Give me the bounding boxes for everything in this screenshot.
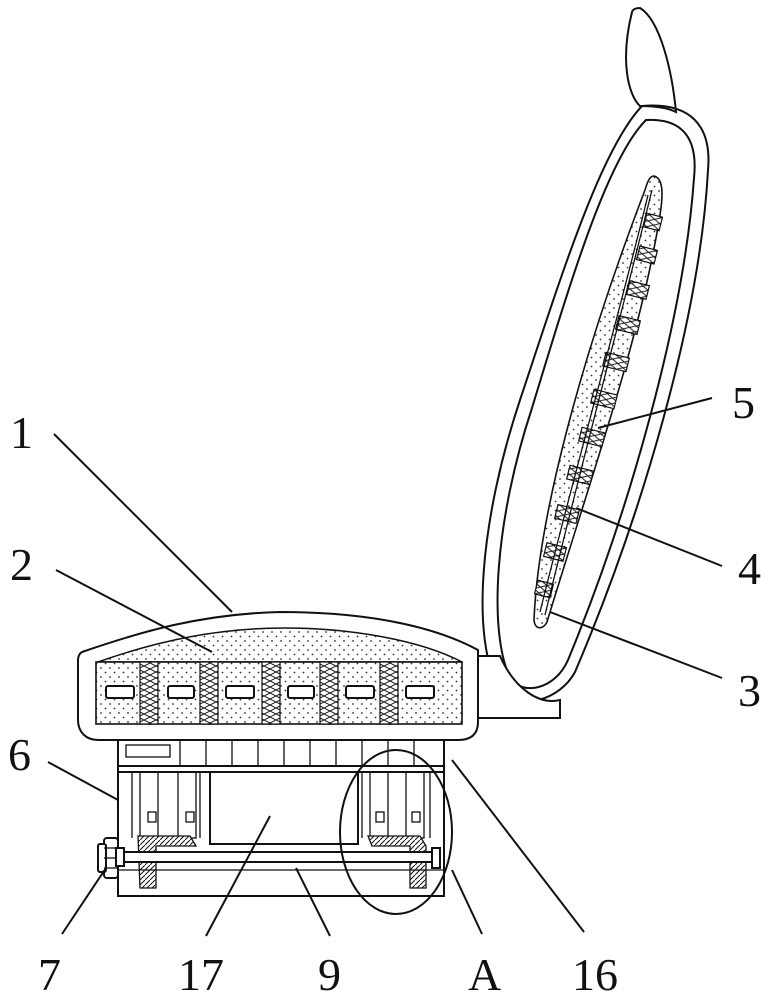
label-6: 6 bbox=[8, 729, 31, 780]
leader-lines bbox=[47, 397, 723, 937]
leader-1 bbox=[53, 433, 233, 613]
seat-cushion bbox=[77, 610, 479, 741]
backrest-inner-shell bbox=[496, 118, 696, 690]
backrest bbox=[481, 6, 710, 703]
adjust-knob[interactable] bbox=[97, 837, 125, 879]
right-posts bbox=[361, 771, 431, 839]
backrest-bracket bbox=[477, 655, 561, 719]
detail-circle-a bbox=[339, 749, 453, 915]
label-5: 5 bbox=[732, 377, 755, 428]
leader-4 bbox=[575, 507, 723, 567]
lumbar-rod-edge bbox=[539, 194, 649, 613]
leader-A bbox=[451, 869, 483, 935]
leader-3 bbox=[549, 611, 723, 679]
lumbar-rod bbox=[544, 189, 653, 616]
label-9: 9 bbox=[318, 949, 341, 1000]
leader-2 bbox=[55, 569, 213, 653]
leader-7 bbox=[61, 867, 107, 935]
label-3: 3 bbox=[738, 665, 761, 716]
seat-springs bbox=[139, 661, 399, 725]
leader-9 bbox=[295, 867, 331, 937]
label-17: 17 bbox=[178, 949, 224, 1000]
left-bevel-gear bbox=[137, 835, 198, 889]
left-posts bbox=[131, 771, 201, 839]
slide-rail bbox=[117, 739, 445, 767]
seat-foam bbox=[97, 627, 463, 663]
leader-6 bbox=[47, 761, 119, 801]
base-frame bbox=[97, 765, 445, 897]
rail-body bbox=[117, 739, 445, 767]
screw-shaft bbox=[121, 851, 437, 863]
label-2: 2 bbox=[10, 539, 33, 590]
headrest-fin bbox=[625, 6, 678, 114]
shaft-end-cap bbox=[431, 847, 441, 869]
leader-16 bbox=[451, 759, 585, 933]
rail-teeth bbox=[179, 740, 415, 766]
label-A: A bbox=[468, 949, 501, 1000]
label-1: 1 bbox=[10, 407, 33, 458]
leader-5 bbox=[597, 397, 713, 429]
label-7: 7 bbox=[38, 949, 61, 1000]
seat-air-cells bbox=[105, 685, 435, 699]
center-block bbox=[209, 771, 359, 845]
label-16: 16 bbox=[572, 949, 618, 1000]
leader-17 bbox=[205, 815, 271, 937]
base-outer bbox=[117, 765, 445, 897]
lumbar-springs bbox=[533, 212, 664, 599]
rail-slot bbox=[125, 744, 171, 758]
labels: 1 2 5 4 3 6 7 17 9 A 16 bbox=[8, 377, 761, 1000]
label-4: 4 bbox=[738, 543, 761, 594]
right-bevel-gear bbox=[367, 835, 427, 889]
